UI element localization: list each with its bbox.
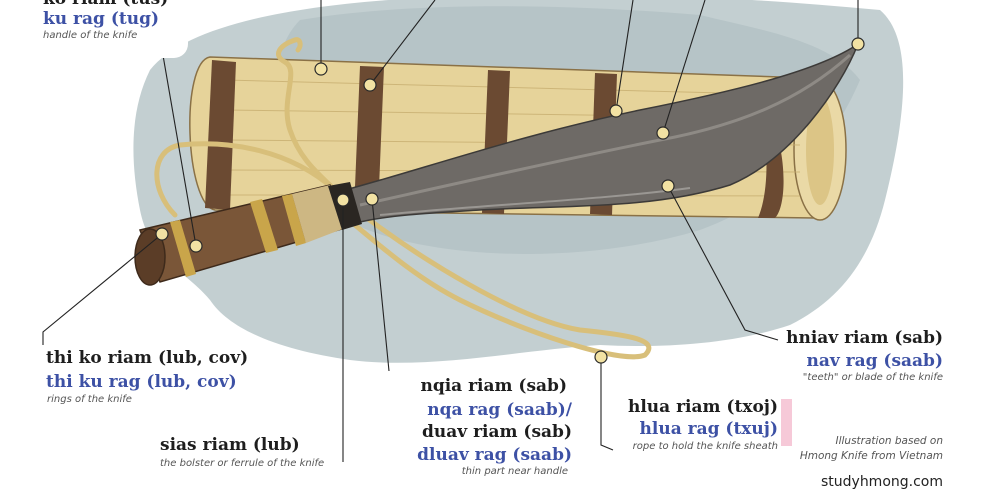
handle-label-english: handle of the knife (43, 30, 138, 41)
neck-label-hmong-white: nqia riam (sab) (420, 376, 567, 396)
callout-dot (851, 37, 865, 51)
site-name: studyhmong.com (820, 474, 943, 490)
handle-label-hmong-white: ko riam (tus) (43, 0, 168, 8)
callout-dot (656, 126, 670, 140)
handle-label-panel (0, 0, 188, 58)
rope-label-hmong-white: hlua riam (txoj) (627, 397, 778, 417)
callout-dot (661, 179, 675, 193)
handle-label-hmong-green: ku rag (tug) (43, 9, 160, 29)
callout-dot (594, 350, 608, 364)
blade-label-hmong-white: hniav riam (sab) (786, 328, 943, 348)
bolster-label-english: the bolster or ferrule of the knife (160, 458, 325, 469)
rings-label-english: rings of the knife (47, 394, 132, 405)
callout-dot (314, 62, 328, 76)
credit-line-2: Hmong Knife from Vietnam (799, 450, 943, 462)
callout-dot (365, 192, 379, 206)
blade (343, 42, 860, 223)
neck-label-english: thin part near handle (461, 466, 568, 477)
callout-dot (336, 193, 350, 207)
callout-dots (155, 37, 865, 364)
callout-dot (609, 104, 623, 118)
callout-dot (155, 227, 169, 241)
rope (154, 37, 652, 360)
blade-label-english: "teeth" or blade of the knife (802, 372, 943, 383)
neck-label-hmong-white-2: duav riam (sab) (422, 422, 572, 442)
neck-label-hmong-green: nqa rag (saab)/ (427, 400, 572, 420)
rope-label-hmong-green: hlua rag (txuj) (639, 419, 778, 439)
callout-dot (189, 239, 203, 253)
blade-label-hmong-green: nav rag (saab) (806, 351, 943, 371)
neck-label-hmong-green-2: dluav rag (saab) (417, 445, 572, 465)
highlight-marker (781, 399, 792, 446)
rings-label-hmong-white: thi ko riam (lub, cov) (46, 348, 249, 368)
credit-line-1: Illustration based on (835, 435, 944, 447)
bolster-label-hmong-white: sias riam (lub) (160, 435, 300, 455)
leader-lines (42, 0, 859, 462)
rings-label-hmong-green: thi ku rag (lub, cov) (46, 372, 237, 392)
rope-label-english: rope to hold the knife sheath (632, 441, 778, 452)
callout-dot (363, 78, 377, 92)
